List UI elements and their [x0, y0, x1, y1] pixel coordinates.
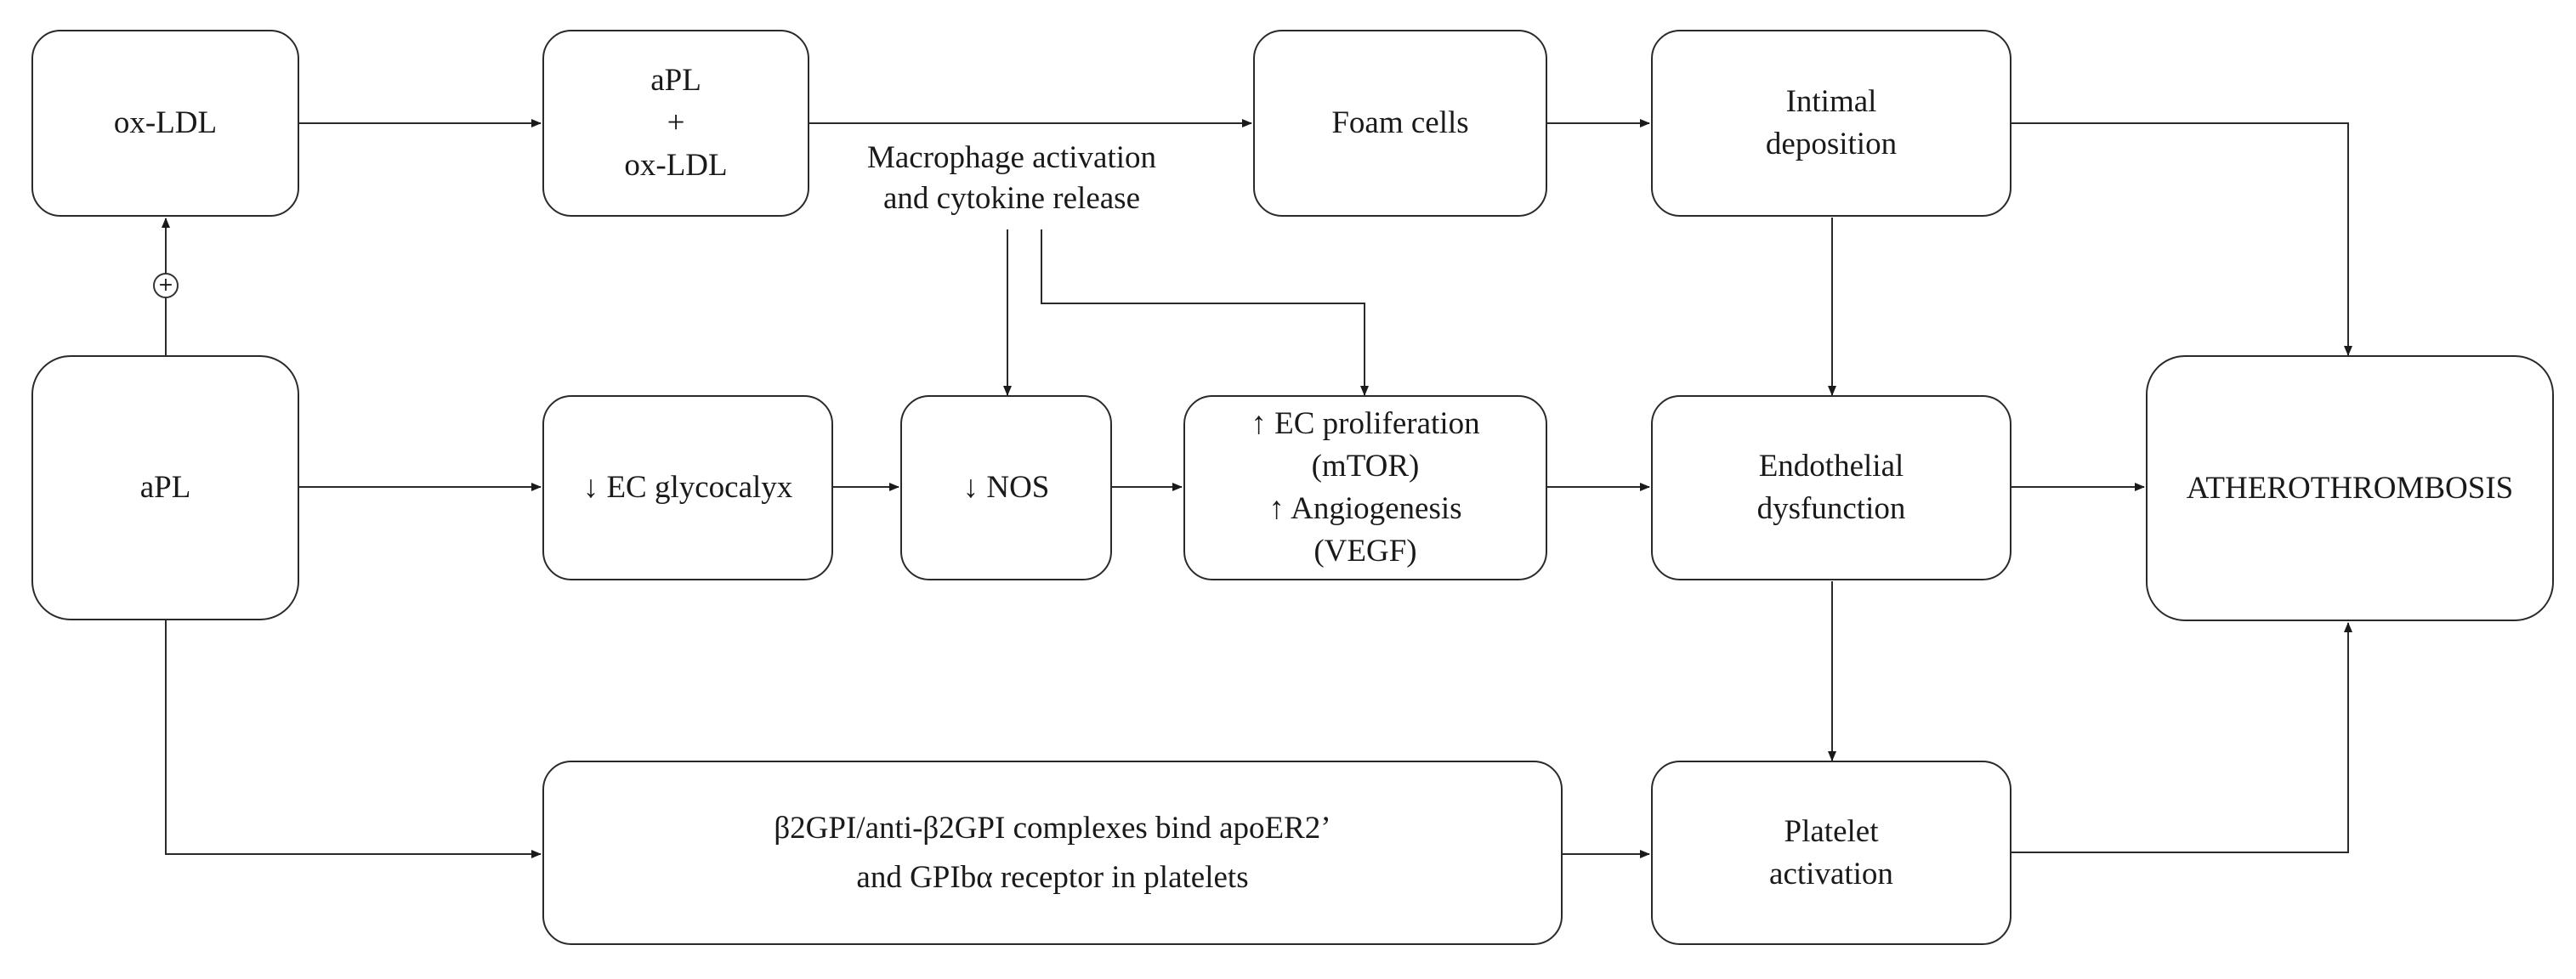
node-apl-plus-ox-ldl: aPL + ox-LDL: [542, 30, 809, 217]
node-b2gpi-complexes: β2GPI/anti-β2GPI complexes bind apoER2’ a…: [542, 761, 1563, 945]
edge-apl-to-b2gpi: [165, 620, 542, 858]
text-line: β2GPI/anti-β2GPI complexes bind apoER2’: [774, 810, 1331, 846]
text-line: Foam cells: [1331, 105, 1469, 140]
text-line: and GPIbα receptor in platelets: [856, 859, 1249, 895]
text-line: (mTOR): [1311, 449, 1420, 484]
text-line: ↓ EC glycocalyx: [582, 470, 793, 505]
text-line: ↓ NOS: [962, 470, 1050, 505]
edge-platelet-to-atherothrombosis: [2011, 622, 2352, 853]
text-line: (VEGF): [1314, 534, 1417, 569]
text-line: ATHEROTHROMBOSIS: [2186, 470, 2514, 506]
text-line: +: [667, 105, 685, 140]
positive-sign-icon: +: [153, 273, 179, 298]
text-line: deposition: [1765, 127, 1898, 161]
node-apl: aPL: [31, 355, 299, 620]
label-macrophage-activation: Macrophage activation and cytokine releas…: [833, 138, 1190, 219]
text-line: Endothelial: [1758, 449, 1904, 484]
text-line: Intimal: [1785, 84, 1877, 119]
node-nos: ↓ NOS: [900, 395, 1112, 580]
edge-macrophage-to-ec-proliferation: [1041, 229, 1369, 396]
text-line: Macrophage activation: [866, 140, 1157, 175]
text-line: ↑ EC proliferation: [1251, 406, 1480, 441]
text-line: and cytokine release: [882, 181, 1141, 216]
node-ec-glycocalyx: ↓ EC glycocalyx: [542, 395, 833, 580]
text-line: aPL: [650, 63, 701, 98]
node-foam-cells: Foam cells: [1253, 30, 1547, 217]
text-line: ox-LDL: [113, 105, 218, 140]
text-line: aPL: [139, 470, 191, 505]
text-line: activation: [1769, 856, 1893, 891]
node-intimal-deposition: Intimal deposition: [1651, 30, 2011, 217]
text-line: ↑ Angiogenesis: [1268, 491, 1462, 526]
node-endothelial-dysfunction: Endothelial dysfunction: [1651, 395, 2011, 580]
node-platelet-activation: Platelet activation: [1651, 761, 2011, 945]
node-ox-ldl: ox-LDL: [31, 30, 299, 217]
text-line: ox-LDL: [624, 148, 728, 183]
node-atherothrombosis: ATHEROTHROMBOSIS: [2146, 355, 2554, 621]
node-ec-proliferation: ↑ EC proliferation (mTOR) ↑ Angiogenesis (V…: [1183, 395, 1547, 580]
text-line: dysfunction: [1756, 491, 1906, 526]
edge-intimal-to-atherothrombosis: [2011, 122, 2352, 356]
text-line: Platelet: [1784, 813, 1879, 849]
